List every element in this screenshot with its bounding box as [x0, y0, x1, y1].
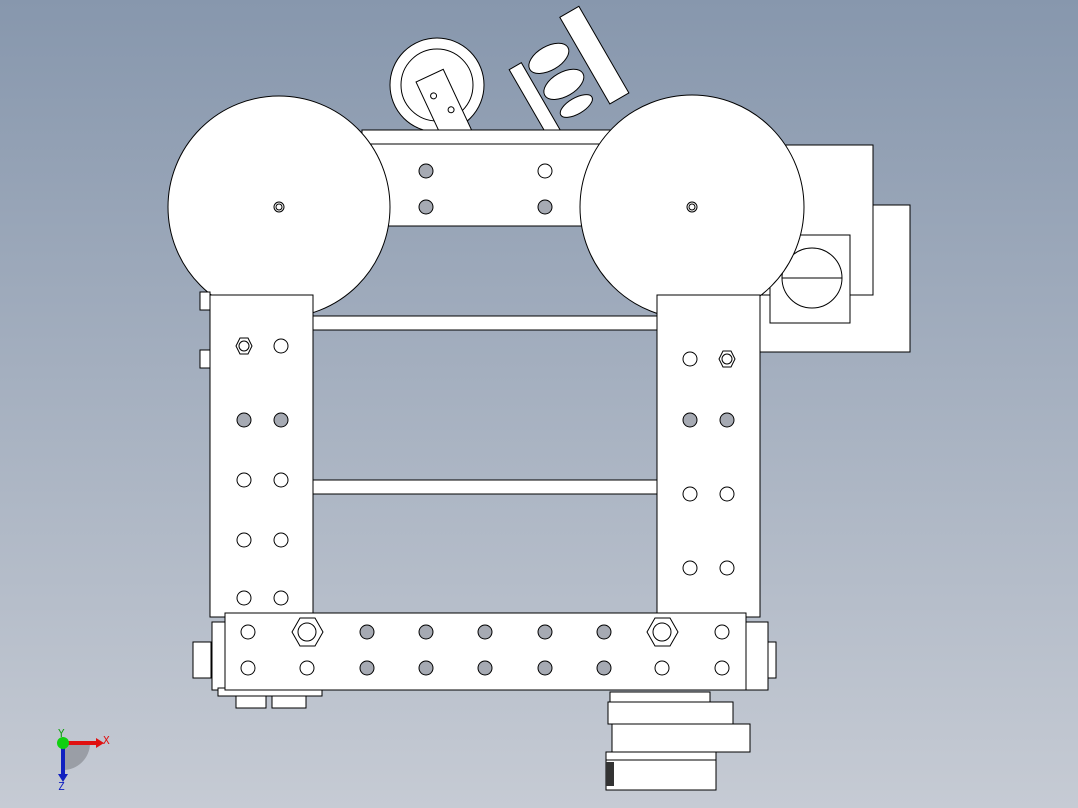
orientation-triad: X Y Z	[57, 727, 110, 793]
top-crossbar	[369, 143, 616, 227]
triad-y-label: Y	[58, 727, 65, 740]
top-rail	[361, 129, 625, 145]
motor-assembly	[605, 691, 751, 791]
omni-wheel-right	[508, 5, 630, 140]
bottom-crossbar	[211, 612, 769, 709]
right-beam	[656, 294, 761, 618]
cross-bar-upper	[312, 315, 658, 331]
triad-x-label: X	[103, 734, 110, 747]
cross-bar-lower	[312, 479, 658, 495]
wheel-left	[167, 95, 391, 319]
triad-z-label: Z	[58, 780, 65, 793]
wheel-right	[579, 94, 805, 320]
left-beam	[209, 294, 314, 618]
